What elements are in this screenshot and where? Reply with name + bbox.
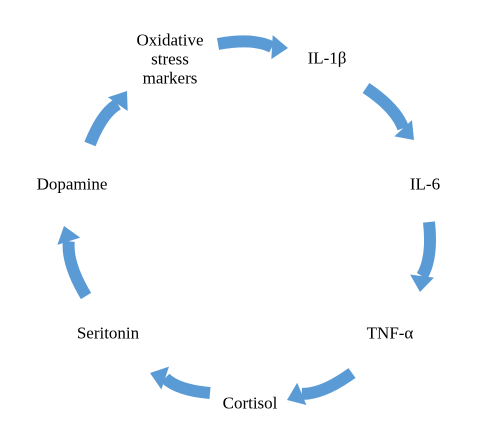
node-cortisol: Cortisol — [222, 393, 278, 413]
arrowhead-cortisol-to-seritonin — [150, 366, 169, 390]
arrowhead-tnfa-to-cortisol — [287, 382, 307, 405]
arrowhead-il1b-to-il6 — [394, 120, 414, 140]
arrow-oxidative-to-il1b — [216, 35, 275, 53]
arrowhead-oxidative-to-il1b — [271, 35, 288, 60]
arrow-il6-to-tnfa — [416, 221, 437, 280]
arrow-cortisol-to-seritonin — [160, 373, 211, 399]
node-tnf-a: TNF-α — [366, 323, 414, 343]
arrowhead-seritonin-to-dopamine — [57, 226, 81, 245]
node-dopamine: Dopamine — [36, 174, 108, 194]
arrowhead-dopamine-to-oxidative — [108, 91, 128, 111]
node-oxidative-stress-markers: Oxidative stress markers — [136, 30, 204, 88]
node-seritonin: Seritonin — [76, 323, 140, 343]
arrowhead-il6-to-tnfa — [410, 274, 434, 292]
arrow-seritonin-to-dopamine — [62, 240, 92, 300]
arrow-tnfa-to-cortisol — [301, 368, 356, 400]
arrow-dopamine-to-oxidative — [84, 98, 122, 147]
node-il-1b: IL-1β — [307, 48, 347, 68]
arrow-il1b-to-il6 — [362, 83, 409, 131]
node-il-6: IL-6 — [409, 174, 441, 194]
